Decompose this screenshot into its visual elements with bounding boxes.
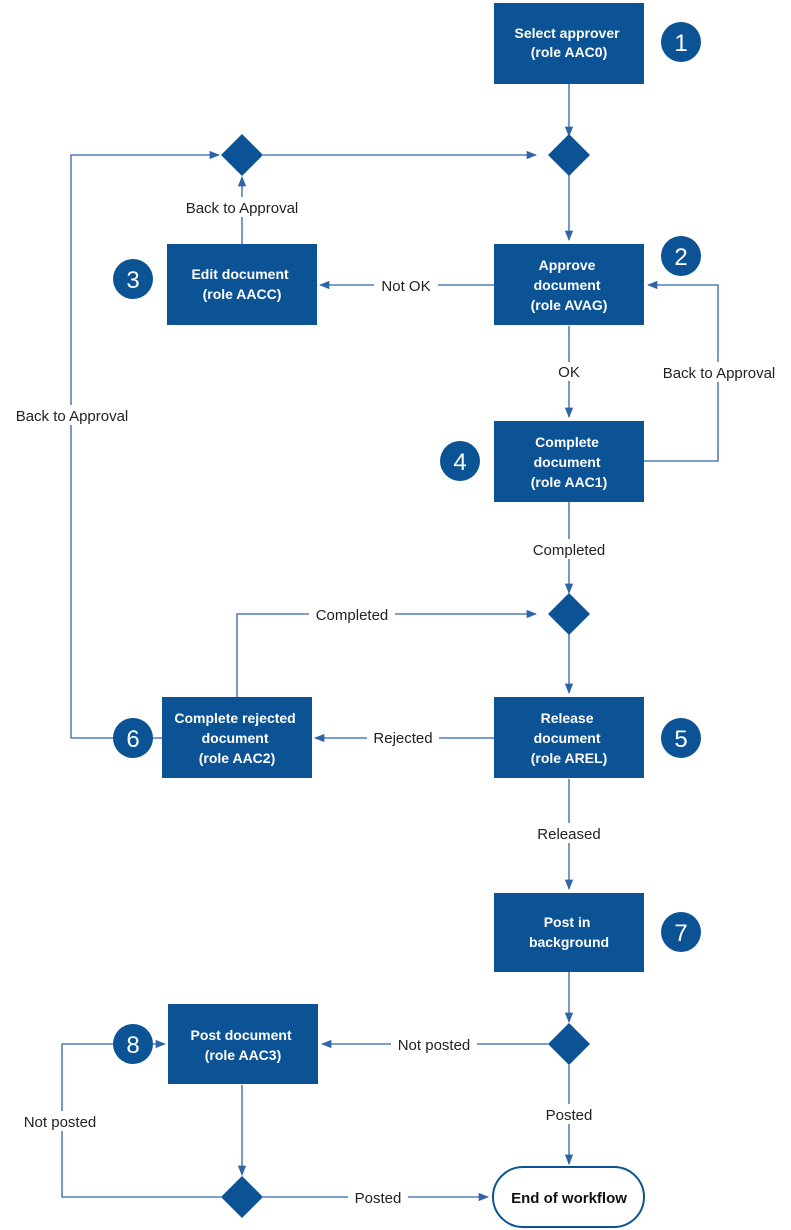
gateway-diamond <box>548 593 590 635</box>
gateway-diamond <box>548 134 590 176</box>
svg-text:4: 4 <box>453 449 466 476</box>
release-document-box <box>494 697 644 778</box>
step-post-background: Post in background <box>494 893 644 972</box>
label-back-to-approval-right: Back to Approval <box>663 365 776 382</box>
label-not-posted-1: Not posted <box>398 1037 471 1054</box>
label-back-to-approval-top: Back to Approval <box>186 200 299 217</box>
step-badges: 1 2 3 4 5 6 7 8 <box>113 22 701 1064</box>
step-badge-5: 5 <box>661 718 701 758</box>
edge-rejected-completed-to-gateway3 <box>236 609 538 697</box>
step-badge-3: 3 <box>113 259 153 299</box>
end-label: End of workflow <box>511 1190 627 1207</box>
label-ok: OK <box>558 364 580 381</box>
post-document-box <box>168 1004 318 1084</box>
svg-text:2: 2 <box>674 244 687 271</box>
post-document-label: Post document (role AAC3) <box>190 1027 295 1063</box>
gateways <box>221 134 590 1218</box>
svg-text:8: 8 <box>126 1032 139 1059</box>
label-posted-1: Posted <box>546 1107 593 1124</box>
approve-document-label: Approve document (role AVAG) <box>531 257 608 313</box>
step-complete-rejected: Complete rejected document (role AAC2) <box>162 697 312 778</box>
step-release-document: Release document (role AREL) <box>494 697 644 778</box>
label-rejected: Rejected <box>373 730 432 747</box>
edit-document-label: Edit document (role AACC) <box>191 266 292 302</box>
edge-rejected-back-to-gateway2 <box>70 150 221 739</box>
approve-document-box <box>494 244 644 325</box>
svg-text:1: 1 <box>674 30 687 57</box>
post-background-box <box>494 893 644 972</box>
complete-rejected-label: Complete rejected document (role AAC2) <box>174 710 299 766</box>
step-badge-8: 8 <box>113 1024 153 1064</box>
complete-document-label: Complete document (role AAC1) <box>531 434 608 490</box>
step-post-document: Post document (role AAC3) <box>168 1004 318 1084</box>
select-approver-box <box>494 3 644 84</box>
label-released: Released <box>537 826 600 843</box>
svg-text:3: 3 <box>126 267 139 294</box>
step-badge-1: 1 <box>661 22 701 62</box>
step-select-approver: Select approver (role AAC0) <box>494 3 644 84</box>
gateway-diamond <box>221 134 263 176</box>
step-badge-6: 6 <box>113 718 153 758</box>
svg-text:7: 7 <box>674 920 687 947</box>
step-badge-7: 7 <box>661 912 701 952</box>
complete-rejected-box <box>162 697 312 778</box>
label-posted-2: Posted <box>355 1190 402 1207</box>
step-badge-2: 2 <box>661 236 701 276</box>
end-terminator <box>492 1166 645 1228</box>
step-edit-document: Edit document (role AACC) <box>167 244 317 325</box>
svg-text:5: 5 <box>674 726 687 753</box>
gateway-diamond <box>548 1023 590 1065</box>
edge-labels: Back to Approval Not OK OK Back to Appro… <box>6 197 785 1207</box>
complete-document-box <box>494 421 644 502</box>
label-completed-2: Completed <box>316 607 389 624</box>
label-not-posted-2: Not posted <box>24 1114 97 1131</box>
step-badge-4: 4 <box>440 441 480 481</box>
gateway-diamond <box>221 1176 263 1218</box>
svg-text:6: 6 <box>126 726 139 753</box>
label-back-to-approval-left: Back to Approval <box>16 408 129 425</box>
edit-document-box <box>167 244 317 325</box>
select-approver-label: Select approver (role AAC0) <box>515 25 624 60</box>
step-complete-document: Complete document (role AAC1) <box>494 421 644 502</box>
label-not-ok: Not OK <box>381 278 430 295</box>
post-background-label: Post in background <box>529 914 609 950</box>
release-document-label: Release document (role AREL) <box>531 710 607 766</box>
end-of-workflow: End of workflow <box>492 1166 645 1228</box>
step-approve-document: Approve document (role AVAG) <box>494 244 644 325</box>
label-completed-1: Completed <box>533 542 606 559</box>
